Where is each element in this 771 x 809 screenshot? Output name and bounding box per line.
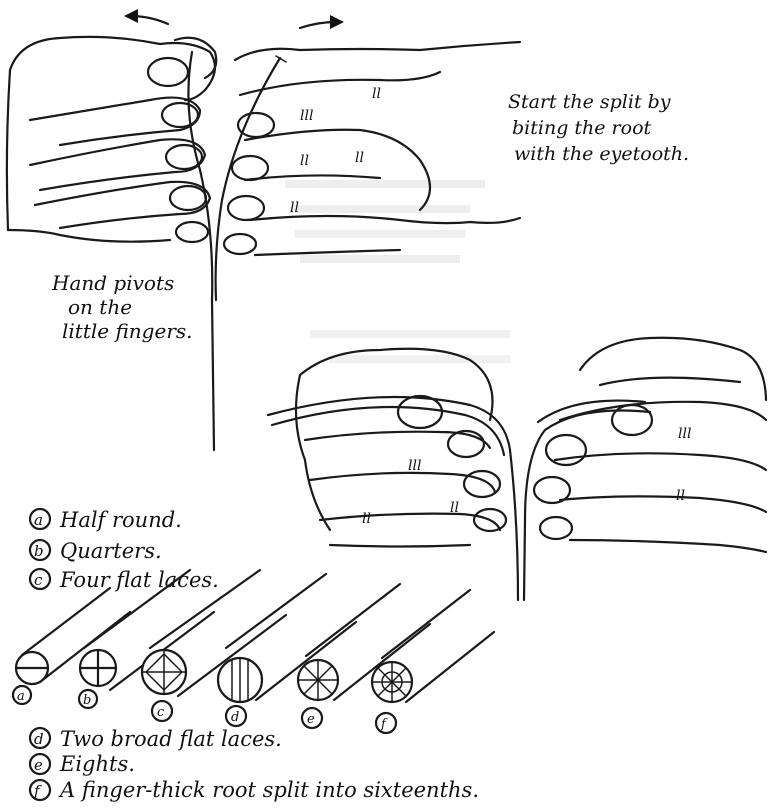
annotation-start-split: Start the split by biting the root with … [508,91,689,165]
root-section-f: f [372,590,494,733]
root-label: b [83,693,91,708]
legend-text: Half round. [59,508,182,532]
finger-mark: ll [290,200,299,216]
annotation-line: biting the root [512,117,652,139]
root-label: a [17,689,25,704]
annotation-line: Hand pivots [51,271,174,295]
finger-mark: lll [300,108,313,124]
bleed-through-text [285,180,510,363]
legend-top: a Half round. b Quarters. c Four flat la… [30,508,219,592]
legend-text: Two broad flat laces. [60,727,282,751]
root-label: d [231,710,239,725]
annotation-line: Start the split by [508,91,671,113]
finger-mark: lll [678,426,691,442]
annotation-line: with the eyetooth. [514,143,689,165]
right-arrow-icon [300,15,344,29]
annotation-line: on the [68,295,132,319]
finger-mark: ll [355,150,364,166]
legend-letter: d [34,730,44,748]
legend-item-e: e Eights. [30,752,135,776]
legend-text: A finger-thick root split into sixteenth… [58,778,479,802]
lower-hands-drawing: lll ll ll lll ll [268,338,766,600]
finger-mark: ll [362,511,371,527]
root-label: f [380,717,388,732]
root-section-e: e [298,584,430,728]
legend-letter: a [34,511,43,529]
legend-text: Eights. [59,752,135,776]
legend-item-f: f A finger-thick root split into sixteen… [30,778,479,802]
annotation-hand-pivots: Hand pivots on the little fingers. [51,271,193,343]
root-section-c: c [142,570,286,721]
legend-text: Quarters. [60,539,162,563]
finger-mark: ll [300,153,309,169]
root-label: e [307,712,315,727]
finger-mark: ll [372,86,381,102]
annotation-line: little fingers. [62,319,193,343]
legend-letter: b [34,542,44,560]
root-label: c [157,705,165,720]
legend-text: Four flat laces. [59,568,219,592]
top-hands-drawing: lll ll ll ll ll [7,9,520,450]
legend-item-c: c Four flat laces. [30,568,219,592]
legend-item-b: b Quarters. [30,539,162,563]
finger-mark: ll [450,500,459,516]
finger-mark: lll [408,458,421,474]
legend-bottom: d Two broad flat laces. e Eights. f A fi… [30,727,479,802]
left-arrow-icon [124,9,168,24]
legend-letter: e [34,756,43,774]
legend-letter: c [34,571,43,589]
finger-mark: ll [676,488,685,504]
root-section-a: a [13,588,130,704]
root-sections: a b c [13,570,494,733]
legend-item-a: a Half round. [30,508,182,532]
legend-letter: f [33,782,42,800]
legend-item-d: d Two broad flat laces. [30,727,282,751]
